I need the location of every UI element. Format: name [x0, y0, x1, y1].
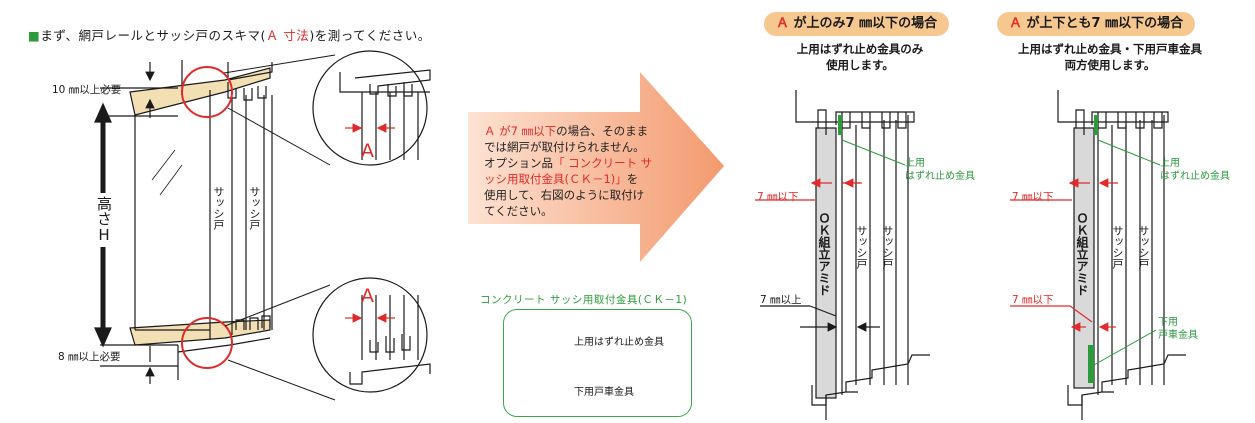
case1-sash-label-1: サッシ戸 — [855, 225, 868, 269]
intro-text: ■まず、網戸レールとサッシ戸のスキマ(Ａ 寸法)を測ってください。 — [28, 28, 431, 43]
case1-sash-label-2: サッシ戸 — [881, 225, 894, 269]
sash-label-1: サッシ戸 — [212, 186, 225, 230]
case1-section-diagram — [755, 90, 930, 420]
case2-section-diagram — [1010, 90, 1186, 420]
case2-lower-callout: 下用 戸車金具 — [1158, 317, 1198, 341]
case2-header: Ａ が上下とも7 ㎜以下の場合 — [997, 12, 1196, 36]
bottom-gap-label: 8 ㎜以上必要 — [58, 351, 121, 363]
top-gap-label: 10 ㎜以上必要 — [52, 84, 122, 96]
case2-description: 上用はずれ止め金具・下用戸車金具 両方使用します。 — [1018, 42, 1202, 72]
case2-sash-label-1: サッシ戸 — [1111, 225, 1124, 269]
square-bullet-icon: ■ — [28, 28, 41, 43]
case1-le7-label: 7 ㎜以下 — [757, 191, 799, 203]
sash-label-2: サッシ戸 — [248, 186, 261, 230]
case2-sash-label-2: サッシ戸 — [1137, 225, 1150, 269]
case1-description: 上用はずれ止め金具のみ 使用します。 — [796, 42, 924, 72]
case1-screen-label: ＯＫ組立アミド — [817, 212, 831, 296]
case2-le7-top-label: 7 ㎜以下 — [1012, 191, 1054, 203]
case1-header: Ａ が上のみ7 ㎜以下の場合 — [764, 12, 950, 36]
zoom-top-a-label: A — [361, 140, 374, 162]
option-parts-box — [503, 309, 692, 417]
option-item-upper: 上用はずれ止め金具 — [574, 337, 664, 348]
window-section-diagram — [94, 50, 431, 401]
case2-screen-label: ＯＫ組立アミド — [1075, 212, 1089, 296]
case1-upper-callout: 上用 はずれ止め金具 — [905, 158, 975, 182]
height-label: 高さH — [95, 193, 113, 247]
option-item-lower: 下用戸車金具 — [574, 387, 634, 398]
case1-ge7-label: 7 ㎜以上 — [760, 294, 802, 306]
option-title: コンクリート サッシ用取付金具(ＣＫ－1) — [480, 294, 688, 306]
big-arrow-shape — [468, 72, 724, 262]
case2-upper-callout: 上用 はずれ止め金具 — [1160, 158, 1230, 182]
zoom-bottom-a-label: A — [361, 285, 374, 307]
arrow-instruction-text: Ａ が7 ㎜以下の場合、そのまま では網戸が取付けられません。 オプション品「 … — [484, 124, 653, 218]
case2-le7-bottom-label: 7 ㎜以下 — [1012, 294, 1054, 306]
